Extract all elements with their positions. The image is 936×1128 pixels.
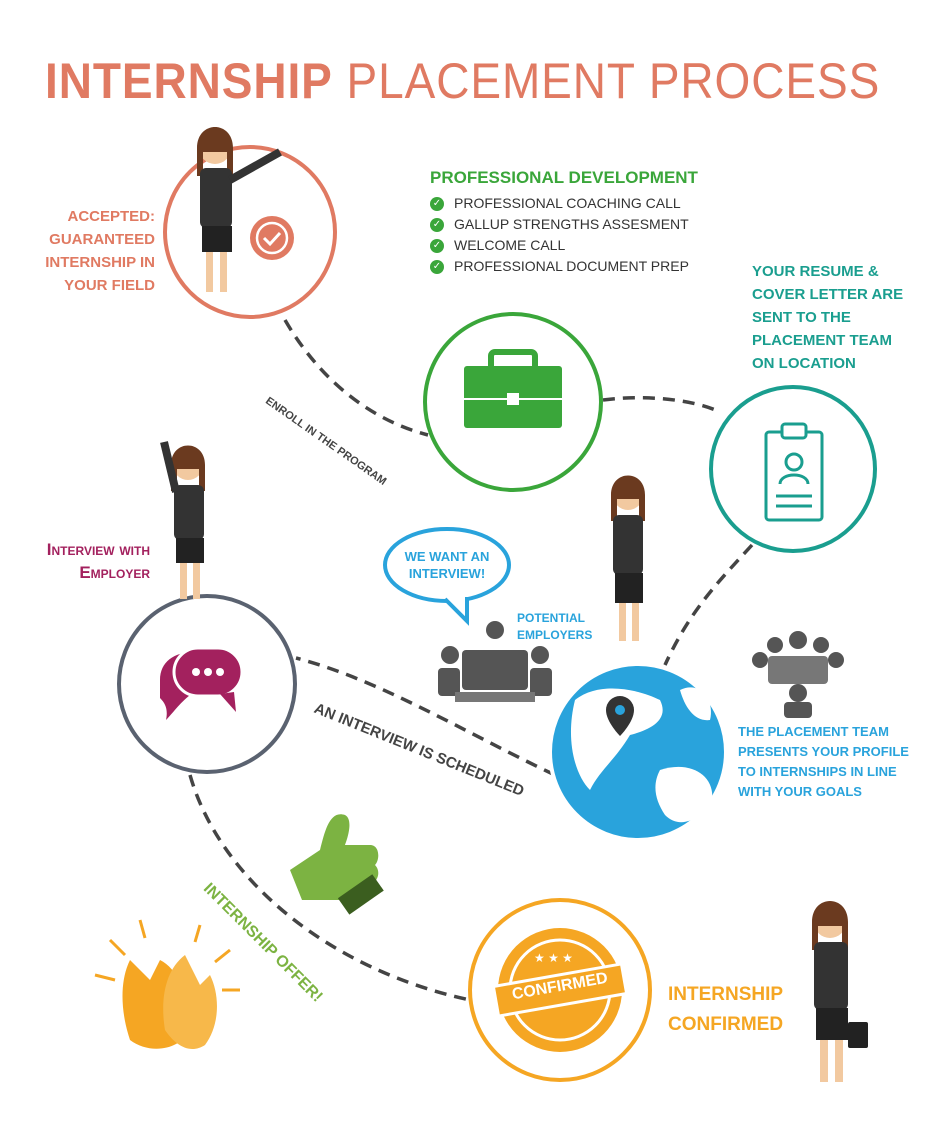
development-item: ✓ GALLUP STRENGTHS ASSESMENT: [430, 214, 698, 235]
development-item: ✓ PROFESSIONAL DOCUMENT PREP: [430, 256, 698, 277]
development-item: ✓ PROFESSIONAL COACHING CALL: [430, 193, 698, 214]
professional-development-block: PROFESSIONAL DEVELOPMENT ✓ PROFESSIONAL C…: [430, 166, 698, 277]
item-text: PROFESSIONAL DOCUMENT PREP: [454, 258, 689, 274]
clipboard-profile-icon: [764, 422, 824, 522]
resume-label: YOUR RESUME & COVER LETTER ARE SENT TO T…: [752, 263, 904, 372]
placement-team-meeting-icon: [752, 631, 844, 718]
check-icon: ✓: [430, 259, 444, 274]
accepted-label: ACCEPTED: GUARANTEED INTERNSHIP IN YOUR …: [45, 208, 155, 294]
woman-figure-interview: [160, 441, 205, 599]
development-list: ✓ PROFESSIONAL COACHING CALL ✓ GALLUP STRE…: [430, 193, 698, 277]
connector-enroll: [283, 319, 429, 437]
connector-placement: [663, 543, 754, 666]
placement-label: THE PLACEMENT TEAM PRESENTS YOUR PROFILE…: [738, 724, 909, 799]
interview-label: Interview with Employer: [46, 540, 150, 582]
page-title: INTERNSHIP PLACEMENT PROCESS: [45, 52, 880, 110]
check-icon: ✓: [430, 238, 444, 253]
woman-figure-placement: [611, 475, 645, 641]
potential-employers-label: POTENTIAL EMPLOYERS: [517, 611, 593, 642]
thumbs-up-icon: [290, 814, 384, 915]
briefcase-icon: [464, 349, 562, 428]
woman-figure-confirmed: [812, 901, 868, 1082]
connector-offer: [188, 774, 471, 1002]
title-rest: PLACEMENT PROCESS: [346, 53, 881, 109]
development-heading: PROFESSIONAL DEVELOPMENT: [430, 168, 698, 187]
item-text: WELCOME CALL: [454, 237, 566, 253]
development-item: ✓ WELCOME CALL: [430, 235, 698, 256]
check-icon: ✓: [430, 217, 444, 232]
title-bold: INTERNSHIP: [45, 53, 333, 109]
item-text: GALLUP STRENGTHS ASSESMENT: [454, 216, 689, 232]
confirmed-stamp-icon: ★ ★ ★: [491, 928, 629, 1052]
chat-bubbles-icon: [160, 646, 244, 720]
svg-text:★ ★ ★: ★ ★ ★: [534, 951, 573, 965]
connector-resume: [602, 396, 721, 414]
woman-figure-accepted: [197, 127, 282, 292]
confirmed-label: INTERNSHIP CONFIRMED: [668, 984, 784, 1035]
connector-scheduled: [295, 656, 556, 777]
globe-pin-icon: [548, 662, 728, 842]
check-badge-icon: [250, 216, 294, 260]
item-text: PROFESSIONAL COACHING CALL: [454, 195, 681, 211]
check-icon: ✓: [430, 196, 444, 211]
speech-bubble-text: WE WANT AN INTERVIEW!: [404, 549, 490, 581]
speech-bubble: [383, 527, 511, 626]
potential-employers-meeting-icon: [438, 621, 552, 702]
high-five-icon: [94, 919, 240, 1050]
